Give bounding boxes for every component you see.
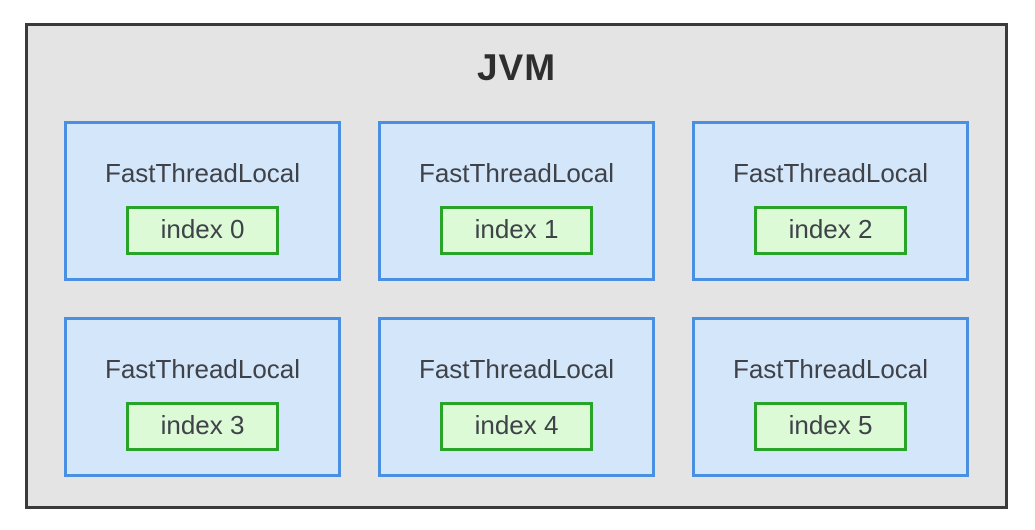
index-badge: index 3 [125, 402, 280, 452]
fastthreadlocal-label: FastThreadLocal [104, 158, 301, 189]
fastthreadlocal-label: FastThreadLocal [418, 158, 615, 189]
fastthreadlocal-box: FastThreadLocal index 0 [64, 120, 341, 281]
fastthreadlocal-box: FastThreadLocal index 4 [378, 316, 655, 477]
index-badge: index 5 [753, 402, 908, 452]
index-badge: index 4 [439, 402, 594, 452]
fastthreadlocal-label: FastThreadLocal [418, 354, 615, 385]
fastthreadlocal-box: FastThreadLocal index 1 [378, 120, 655, 281]
fastthreadlocal-label: FastThreadLocal [732, 158, 929, 189]
fastthreadlocal-box: FastThreadLocal index 2 [692, 120, 969, 281]
index-badge: index 2 [753, 206, 908, 256]
fastthreadlocal-grid: FastThreadLocal index 0 FastThreadLocal ind… [28, 120, 1005, 477]
index-badge: index 1 [439, 206, 594, 256]
jvm-title: JVM [476, 47, 557, 88]
fastthreadlocal-box: FastThreadLocal index 5 [692, 316, 969, 477]
fastthreadlocal-label: FastThreadLocal [104, 354, 301, 385]
fastthreadlocal-box: FastThreadLocal index 3 [64, 316, 341, 477]
index-badge: index 0 [125, 206, 280, 256]
fastthreadlocal-label: FastThreadLocal [732, 354, 929, 385]
